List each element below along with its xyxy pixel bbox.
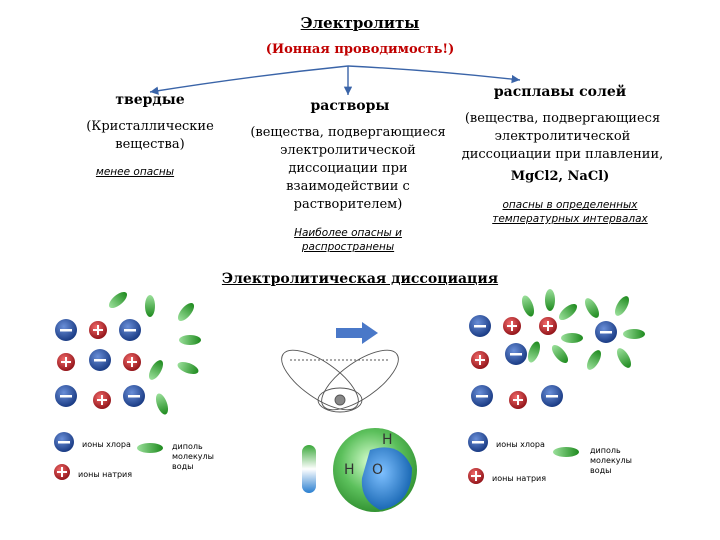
page-subtitle: (Ионная проводимость!) bbox=[0, 42, 720, 57]
solid-note: менее опасны bbox=[95, 166, 175, 178]
anion-icon bbox=[469, 315, 491, 337]
melt-formula: MgCl2, NaCl) bbox=[510, 169, 610, 184]
dissociation-title: Электролитическая диссоциация bbox=[221, 271, 499, 287]
cation-icon bbox=[123, 353, 141, 371]
ionic-crystal-group bbox=[55, 319, 145, 409]
water-h-top: H bbox=[382, 432, 393, 448]
anion-icon bbox=[505, 343, 527, 365]
legend-right-sodium: ионы натрия bbox=[492, 474, 547, 483]
anion-icon bbox=[89, 349, 111, 371]
cation-icon bbox=[503, 317, 521, 335]
melt-heading: расплавы солей bbox=[493, 84, 627, 100]
water-o: O bbox=[372, 462, 384, 478]
water-molecule-model bbox=[302, 428, 417, 512]
cation-legend-icon bbox=[54, 464, 70, 480]
anion-icon bbox=[119, 319, 141, 341]
cation-legend-icon bbox=[468, 468, 484, 484]
water-dipoles-right bbox=[521, 289, 645, 370]
melt-note: опасны в определенных температурных инте… bbox=[492, 199, 648, 225]
solution-note: Наиболее опасны и распространены bbox=[294, 227, 402, 253]
melt-description: (вещества, подвергающиеся электролитичес… bbox=[461, 111, 664, 162]
water-h-left: H bbox=[344, 462, 355, 478]
anion-legend-icon bbox=[468, 432, 488, 452]
solution-heading: растворы bbox=[310, 98, 390, 114]
cation-icon bbox=[539, 317, 557, 335]
solution-description: (вещества, подвергающиеся электролитичес… bbox=[250, 125, 446, 212]
cation-icon bbox=[93, 391, 111, 409]
water-dipoles-left bbox=[108, 291, 201, 415]
anion-icon bbox=[123, 385, 145, 407]
dipole-legend-icon bbox=[137, 443, 163, 453]
anion-icon bbox=[471, 385, 493, 407]
legend-left bbox=[54, 432, 163, 480]
legend-right-chlorine: ионы хлора bbox=[496, 440, 545, 449]
water-orbital-diagram bbox=[281, 349, 399, 413]
cation-icon bbox=[57, 353, 75, 371]
anion-icon bbox=[595, 321, 617, 343]
cation-icon bbox=[471, 351, 489, 369]
legend-right-dipole: диполь молекулы воды bbox=[590, 446, 632, 475]
legend-left-chlorine: ионы хлора bbox=[82, 440, 131, 449]
anion-icon bbox=[55, 385, 77, 407]
anion-icon bbox=[541, 385, 563, 407]
dipole-legend-icon bbox=[553, 447, 579, 457]
subtitle-text: (Ионная проводимость!) bbox=[265, 42, 455, 57]
anion-icon bbox=[55, 319, 77, 341]
solid-heading: твердые bbox=[115, 92, 185, 108]
cation-icon bbox=[509, 391, 527, 409]
solid-description: (Кристаллические вещества) bbox=[86, 119, 214, 152]
transition-arrow-icon bbox=[336, 322, 378, 344]
legend-left-sodium: ионы натрия bbox=[78, 470, 133, 479]
page-title: Электролиты bbox=[300, 14, 420, 32]
anion-legend-icon bbox=[54, 432, 74, 452]
solvated-ions-group bbox=[469, 315, 617, 409]
legend-right bbox=[468, 432, 579, 484]
legend-left-dipole: диполь молекулы воды bbox=[172, 442, 214, 471]
cation-icon bbox=[89, 321, 107, 339]
